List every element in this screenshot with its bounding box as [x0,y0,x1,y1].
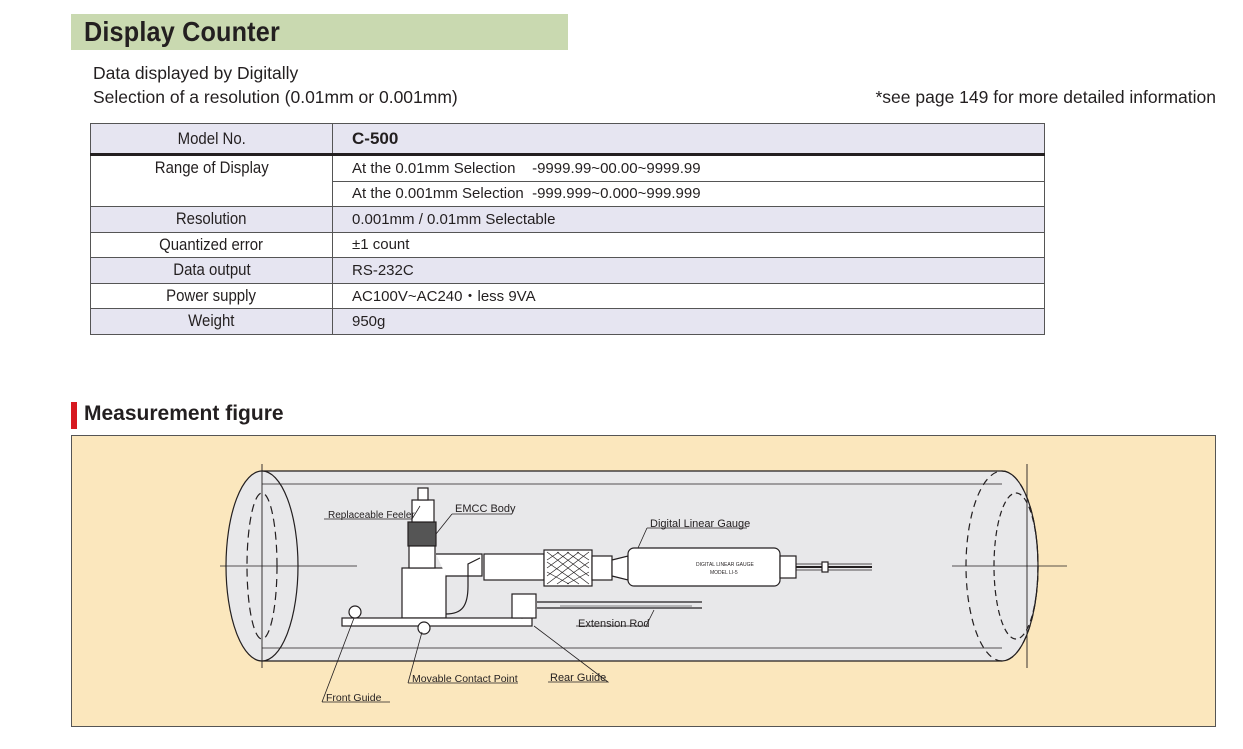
row-label: Weight [188,311,235,331]
table-row: Range of Display At the 0.01mm Selection… [90,154,1045,207]
model-label: Model No. [177,128,246,148]
row-label: Data output [172,260,251,280]
base-plate [341,617,533,627]
emcc-body [401,567,447,619]
label-rear-guide: Rear Guide [550,672,606,684]
range-label: Range of Display [154,158,269,177]
table-row: Power supply AC100V~AC240・less 9VA [90,282,1045,309]
label-replaceable-feeler: Replaceable Feeler [328,510,415,521]
table-row: Weight 950g [90,308,1045,335]
spec-table: Model No. C-500 Range of Display At the … [90,123,1045,335]
row-value: ±1 count [332,231,1045,258]
model-value: C-500 [332,123,1045,156]
contact-point-wheel [417,621,431,635]
row-value: RS-232C [332,257,1045,284]
figure-title: Measurement figure [84,402,284,425]
gauge-model: MODEL LI-5 [710,570,738,576]
table-row: At the 0.001mm Selection -999.999~0.000~… [91,180,1045,207]
label-extension-rod: Extension Rod [578,618,650,630]
row-value: 950g [332,308,1045,335]
reference-note: *see page 149 for more detailed informat… [875,87,1217,107]
page-title: Display Counter [84,16,280,47]
label-emcc-body: EMCC Body [455,503,516,515]
label-movable-contact-point: Movable Contact Point [412,673,518,685]
label-front-guide: Front Guide [326,692,382,704]
front-guide-wheel [348,605,362,619]
label-digital-linear-gauge: Digital Linear Gauge [650,518,750,530]
extension-rod [537,601,702,609]
range-value-2: At the 0.001mm Selection -999.999~0.000~… [332,180,1045,207]
table-row: Data output RS-232C [90,257,1045,284]
row-label: Quantized error [159,234,264,254]
row-label: Resolution [176,209,247,229]
intro-line-1: Data displayed by Digitally [93,63,299,83]
gauge-marking: DIGITAL LINEAR GAUGE [696,562,754,568]
table-row: Resolution 0.001mm / 0.01mm Selectable [90,206,1045,233]
replaceable-feeler [417,487,429,501]
section-marker [71,402,77,429]
range-value-1: At the 0.01mm Selection -9999.99~00.00~9… [332,154,1045,182]
table-row: Quantized error ±1 count [90,231,1045,258]
emcc-knurl [407,521,437,547]
cable [445,557,481,615]
section-header: Display Counter [71,14,568,50]
row-value: AC100V~AC240・less 9VA [332,282,1045,309]
table-row: Model No. C-500 [90,123,1045,156]
row-value: 0.001mm / 0.01mm Selectable [332,206,1045,233]
measurement-figure: Replaceable Feeler EMCC Body Digital Lin… [71,435,1216,727]
row-label: Power supply [166,285,257,305]
intro-line-2: Selection of a resolution (0.01mm or 0.0… [93,87,458,107]
measurement-drawing: Replaceable Feeler EMCC Body Digital Lin… [220,464,1067,704]
coupling [483,553,545,581]
